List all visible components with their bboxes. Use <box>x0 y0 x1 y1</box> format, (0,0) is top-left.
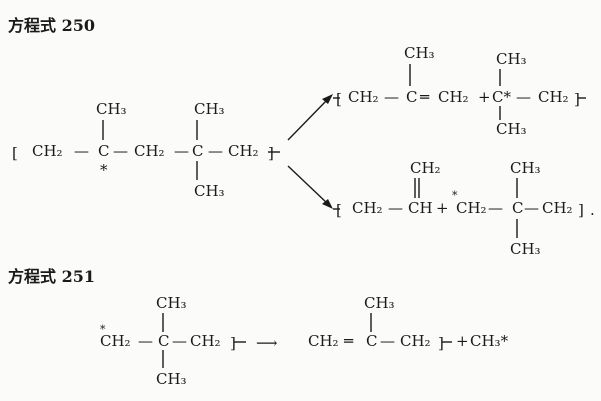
radical-mark: * <box>100 161 108 179</box>
plus-sign: + <box>436 199 449 217</box>
bond-dash: — <box>138 332 153 350</box>
methyl-bottom-radical: CH₃ <box>496 120 527 138</box>
methyl-bottom: CH₃ <box>194 182 225 200</box>
product-ch2-a: CH₂ <box>308 332 339 350</box>
double-bond: ═ <box>343 332 354 350</box>
bond-dash: — <box>208 142 223 160</box>
product-a-c-radical: C* <box>492 88 511 106</box>
close-bracket: ] <box>268 144 274 162</box>
close-bracket: ] <box>578 201 584 219</box>
bond-dash: — <box>388 199 403 217</box>
product-a-c-vinyl: C <box>406 88 417 106</box>
reactant-ch2-a: CH₂ <box>100 332 131 350</box>
open-bracket: [ <box>336 201 342 219</box>
methyl-bottom: CH₃ <box>156 370 187 388</box>
radical-mark: * <box>100 323 106 336</box>
bond-dash: — <box>524 199 539 217</box>
product-c-center: C <box>366 332 377 350</box>
plus-sign: + <box>478 88 491 106</box>
product-a-ch2-c: CH₂ <box>538 88 569 106</box>
methyl-top-radical: CH₃ <box>496 50 527 68</box>
reactant-ch2-c: CH₂ <box>228 142 259 160</box>
period: . <box>590 201 595 219</box>
methyl-radical: CH₃* <box>470 332 509 350</box>
product-b-ch2-a: CH₂ <box>352 199 383 217</box>
equation-251-product: CH₂ ═ C — CH₂ ] + CH₃* CH₃ <box>308 294 509 352</box>
reaction-arrow: ⟶ <box>256 334 278 352</box>
close-bracket: ] <box>574 90 580 108</box>
open-bracket: [ <box>336 90 342 108</box>
equation-251-heading: 方程式 251 <box>8 267 95 286</box>
methyl-top: CH₃ <box>510 159 541 177</box>
arrow-up <box>287 98 329 141</box>
plus-sign: + <box>456 332 469 350</box>
bond-dash: — <box>172 332 187 350</box>
product-b-c-quaternary: C <box>512 199 523 217</box>
bond-dash: — <box>384 88 399 106</box>
methylene-top: CH₂ <box>410 159 441 177</box>
double-bond: ═ <box>419 88 430 106</box>
bond-dash: — <box>380 332 395 350</box>
branching-arrows <box>287 94 333 209</box>
arrowhead-down <box>322 199 333 209</box>
reactant-c-center: C <box>98 142 109 160</box>
product-ch2-b: CH₂ <box>400 332 431 350</box>
equation-250-reactant: [ CH₂ — C * — CH₂ — C — CH₂ ] CH₃ CH₃ CH… <box>12 100 280 200</box>
equation-250-product-a: [ CH₂ — C ═ CH₂ + C* — CH₂ ] CH₃ CH₃ CH₃ <box>333 44 586 138</box>
reactant-c-quaternary: C <box>192 142 203 160</box>
arrow-down <box>287 165 329 205</box>
methyl-top: CH₃ <box>364 294 395 312</box>
bond-dash: — <box>174 142 189 160</box>
methyl-top: CH₃ <box>156 294 187 312</box>
methyl-top-2: CH₃ <box>194 100 225 118</box>
equation-250-product-b: [ CH₂ — CH + * CH₂ — C — CH₂ ] . CH₂ CH₃… <box>333 159 595 258</box>
reactant-c-center: C <box>158 332 169 350</box>
reactant-ch2-a: CH₂ <box>32 142 63 160</box>
reactant-ch2-b: CH₂ <box>134 142 165 160</box>
product-b-ch2-c: CH₂ <box>542 199 573 217</box>
close-bracket: ] <box>438 334 444 352</box>
close-bracket: ] <box>230 334 236 352</box>
methyl-top-vinyl: CH₃ <box>404 44 435 62</box>
equation-251-reactant: * CH₂ — C — CH₂ ] CH₃ CH₃ <box>100 294 246 388</box>
product-b-ch: CH <box>408 199 433 217</box>
product-a-ch2-a: CH₂ <box>348 88 379 106</box>
bond-dash: — <box>516 88 531 106</box>
bond-dash: — <box>113 142 128 160</box>
bond-dash: — <box>74 142 89 160</box>
product-b-ch2-radical: CH₂ <box>456 199 487 217</box>
open-bracket: [ <box>12 144 18 162</box>
bond-dash: — <box>488 199 503 217</box>
arrowhead-up <box>322 94 333 104</box>
reactant-ch2-b: CH₂ <box>190 332 221 350</box>
methyl-top-1: CH₃ <box>96 100 127 118</box>
methyl-bottom: CH₃ <box>510 240 541 258</box>
equation-250-heading: 方程式 250 <box>8 16 95 35</box>
product-a-ch2-b: CH₂ <box>438 88 469 106</box>
radical-mark: * <box>452 189 458 202</box>
